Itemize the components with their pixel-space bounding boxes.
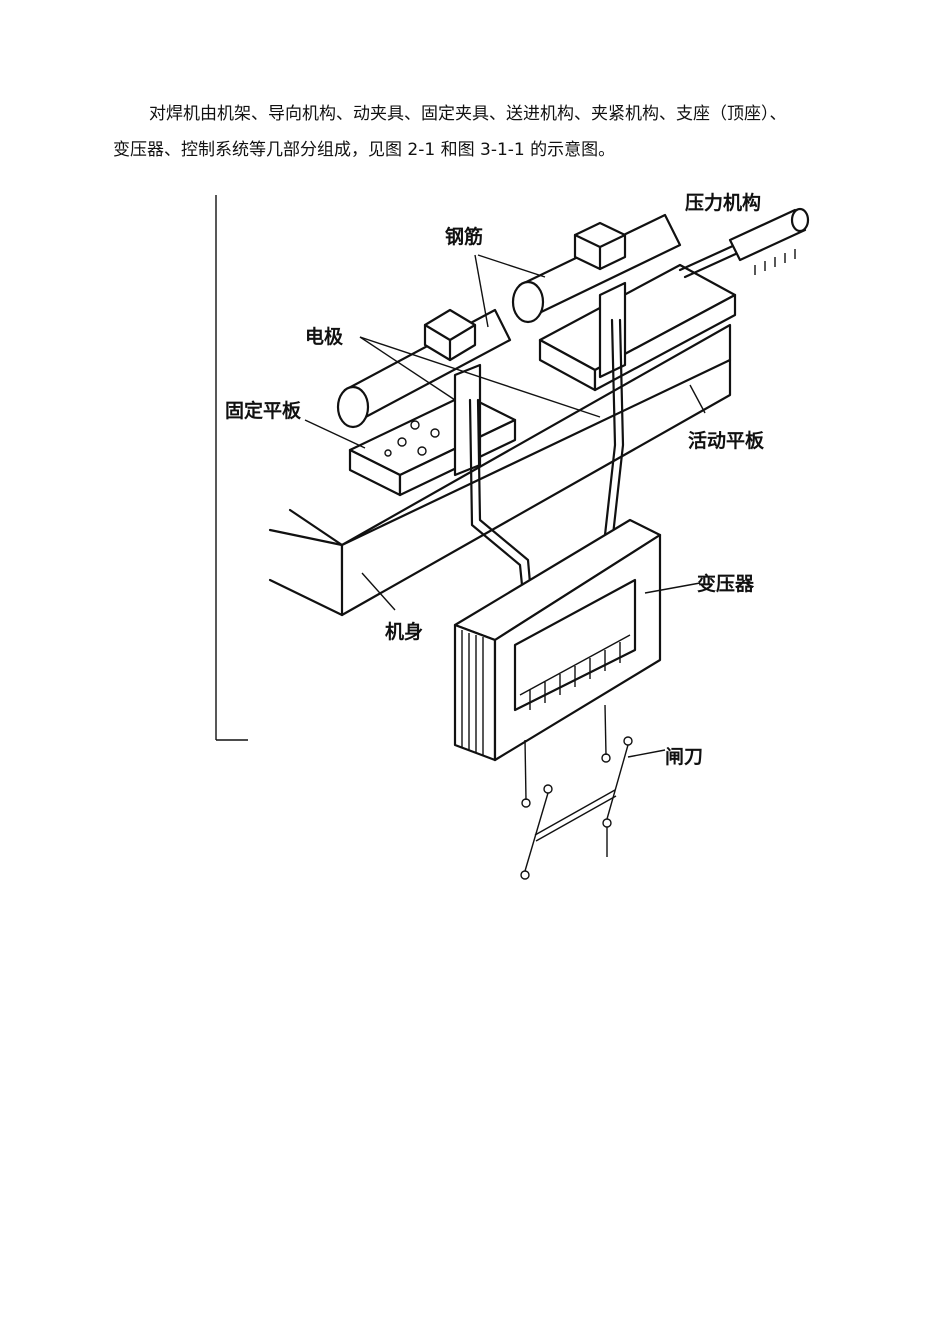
intro-paragraph: 对焊机由机架、导向机构、动夹具、固定夹具、送进机构、夹紧机构、支座（顶座）、 变… (113, 96, 873, 168)
label-transformer: 变压器 (697, 572, 755, 595)
line2-text-c: 的示意图。 (524, 140, 616, 160)
leader-switch (627, 749, 666, 758)
knife-switch (520, 704, 633, 880)
figure-ref-3-1-1: 3-1-1 (480, 140, 525, 160)
line2-text-a: 变压器、控制系统等几部分组成，见图 (113, 140, 408, 160)
leader-rebar-left (474, 254, 489, 328)
butt-welder-diagram: 压力机构 钢筋 电极 固定平板 活动平板 变压器 机身 闸刀 (210, 185, 820, 885)
leader-transformer (644, 582, 701, 594)
electrode-left (453, 363, 482, 477)
label-fixed-plate: 固定平板 (225, 399, 302, 422)
pressure-mechanism (678, 207, 810, 279)
transformer (453, 518, 662, 762)
label-rebar: 钢筋 (445, 225, 483, 248)
label-pressure-mechanism: 压力机构 (685, 191, 761, 214)
paragraph-line-1: 对焊机由机架、导向机构、动夹具、固定夹具、送进机构、夹紧机构、支座（顶座）、 (149, 104, 787, 124)
leader-electrode-left (359, 336, 456, 401)
label-movable-plate: 活动平板 (688, 429, 765, 452)
paragraph-line-2: 变压器、控制系统等几部分组成，见图 2-1 和图 3-1-1 的示意图。 (113, 132, 873, 168)
leader-fixed-plate (304, 419, 366, 449)
movable-plate (538, 263, 737, 392)
conductor-left-b (476, 398, 532, 585)
machine-body (268, 323, 732, 617)
rebar-left (336, 308, 512, 429)
diagram-svg: 压力机构 钢筋 电极 固定平板 活动平板 变压器 机身 闸刀 (215, 191, 810, 880)
leader-movable-plate (689, 384, 706, 414)
figure-ref-2-1: 2-1 (407, 140, 436, 160)
conductor-left (468, 398, 524, 587)
line2-text-b: 和图 (435, 140, 480, 160)
label-body: 机身 (385, 620, 423, 643)
leader-body (361, 572, 396, 611)
leader-electrode-right (359, 336, 601, 418)
leader-rebar-right (477, 254, 546, 278)
label-switch: 闸刀 (665, 746, 703, 768)
label-electrode: 电极 (305, 325, 344, 348)
rebar-right (511, 213, 682, 324)
